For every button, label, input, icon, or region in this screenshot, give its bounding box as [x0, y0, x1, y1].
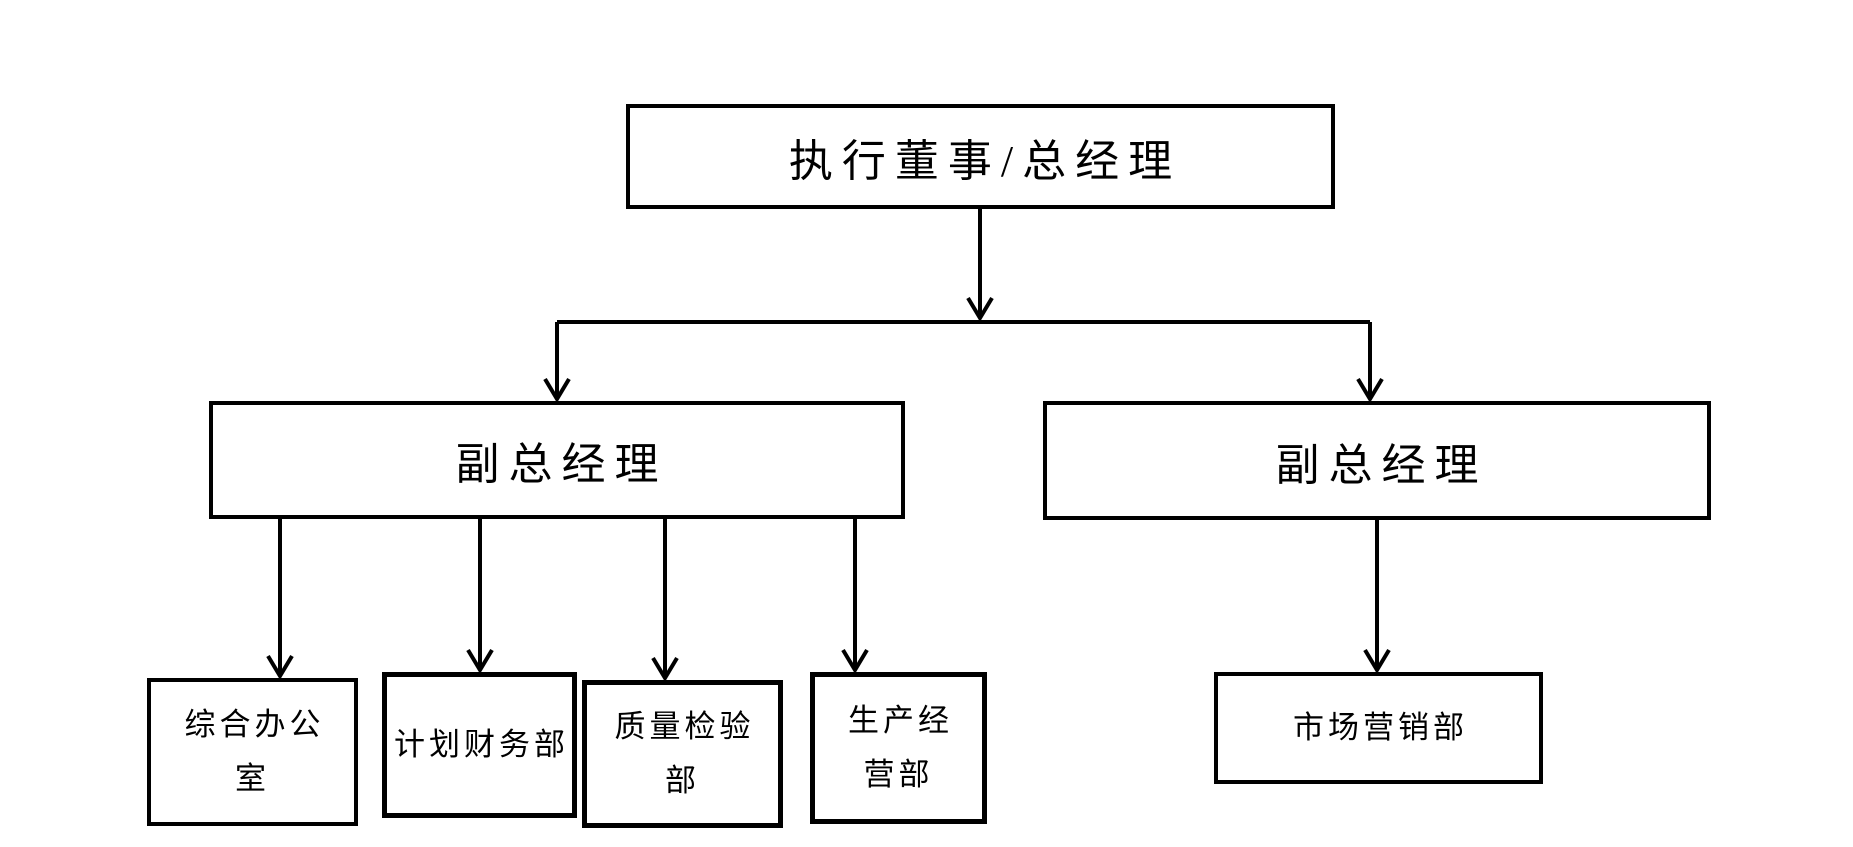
node-quality-inspection-dept: 质量检验 部: [582, 680, 783, 828]
edge-vp-left-to-dept4: [841, 519, 869, 674]
node-executive-director-general-manager-label: 执行董事/总经理: [788, 136, 1182, 186]
node-production-operation-dept-label: 生产经 营部: [848, 702, 953, 792]
edge-vp-right-to-dept5: [1363, 520, 1391, 674]
edge-vp-left-to-dept2: [466, 519, 494, 674]
node-quality-inspection-dept-label: 质量检验 部: [614, 708, 755, 798]
node-deputy-general-manager-left-label: 副总经理: [455, 440, 668, 489]
node-deputy-general-manager-left: 副总经理: [209, 401, 905, 519]
edge-split-to-vp-right: [1356, 322, 1384, 403]
node-general-office-label: 综合办公 室: [184, 706, 325, 796]
node-executive-director-general-manager: 执行董事/总经理: [626, 104, 1335, 209]
node-marketing-dept: 市场营销部: [1214, 672, 1543, 784]
node-production-operation-dept: 生产经 营部: [810, 672, 987, 824]
node-deputy-general-manager-right-label: 副总经理: [1275, 440, 1488, 490]
edge-split-to-vp-left: [543, 322, 571, 403]
node-planning-finance-dept: 计划财务部: [382, 672, 577, 818]
node-planning-finance-dept-label: 计划财务部: [394, 726, 569, 762]
edge-root-to-split: [966, 209, 994, 322]
node-general-office: 综合办公 室: [147, 678, 358, 826]
node-marketing-dept-label: 市场营销部: [1293, 710, 1468, 746]
node-deputy-general-manager-right: 副总经理: [1043, 401, 1711, 520]
edge-vp-left-to-dept1: [266, 519, 294, 680]
edge-vp-left-to-dept3: [651, 519, 679, 682]
